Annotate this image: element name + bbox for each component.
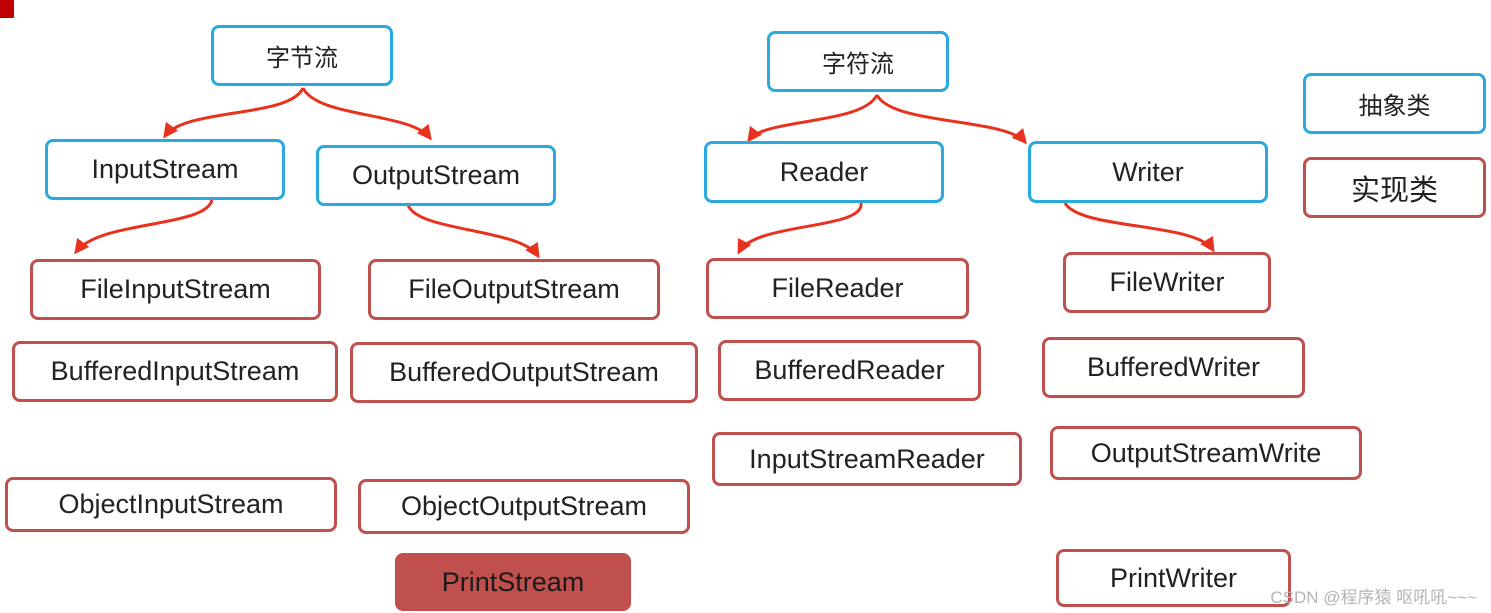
inputstream-node: InputStream (45, 139, 285, 200)
bufferedoutputstream-node: BufferedOutputStream (350, 342, 698, 403)
printstream-node: PrintStream (395, 553, 631, 611)
arrow-writer-to-filewriter (1063, 202, 1215, 253)
char-stream-root: 字符流 (767, 31, 949, 92)
corner-mark (0, 0, 14, 18)
filewriter-node: FileWriter (1063, 252, 1271, 313)
bufferedinputstream-node: BufferedInputStream (12, 341, 338, 402)
arrow-inputstream-to-fileinputstream (74, 199, 214, 255)
writer-node: Writer (1028, 141, 1268, 203)
filereader-node: FileReader (706, 258, 969, 319)
csdn-watermark: CSDN @程序猿 呕吼吼~~~ (1270, 588, 1477, 607)
arrow-bytestream-to-outputstream (301, 87, 432, 141)
objectoutputstream-node: ObjectOutputStream (358, 479, 690, 534)
outputstream-node: OutputStream (316, 145, 556, 206)
arrow-reader-to-filereader (737, 202, 863, 255)
bufferedreader-node: BufferedReader (718, 340, 981, 401)
fileoutputstream-node: FileOutputStream (368, 259, 660, 320)
printwriter-node: PrintWriter (1056, 549, 1291, 607)
arrow-bytestream-to-inputstream (163, 87, 305, 139)
reader-node: Reader (704, 141, 944, 203)
bufferedwriter-node: BufferedWriter (1042, 337, 1305, 398)
outputstreamwrite-node: OutputStreamWrite (1050, 426, 1362, 480)
objectinputstream-node: ObjectInputStream (5, 477, 337, 532)
legend-concrete: 实现类 (1303, 157, 1486, 218)
inputstreamreader-node: InputStreamReader (712, 432, 1022, 486)
arrow-outputstream-to-fileoutputstream (406, 204, 540, 259)
byte-stream-root: 字节流 (211, 25, 393, 86)
arrow-charstream-to-writer (875, 94, 1027, 145)
arrow-charstream-to-reader (747, 94, 879, 143)
fileinputstream-node: FileInputStream (30, 259, 321, 320)
legend-abstract: 抽象类 (1303, 73, 1486, 134)
